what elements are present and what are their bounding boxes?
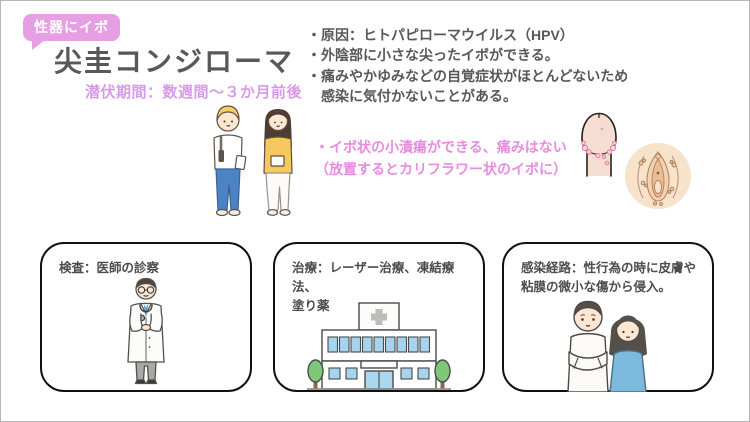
symptom-note: ・イボ状の小潰瘍ができる、痛みはない （放置するとカリフラワー状のイボに） [315, 137, 615, 180]
card-treatment-label: 治療：レーザー治療、凍結療法、 塗り薬 [292, 261, 455, 313]
fact-line-awareness-1: ・痛みやかゆみなどの自覚症状がほとんどないため [307, 67, 629, 84]
hospital-illustration [307, 302, 451, 390]
penis-diagram-illustration [581, 112, 617, 177]
topic-badge: 性器にイボ [23, 14, 120, 50]
couple-illustration [567, 300, 647, 392]
symptom-note-line-1: ・イボ状の小潰瘍ができる、痛みはない [315, 139, 567, 155]
students-couple-illustration [213, 105, 293, 217]
fact-line-cause: ・原因：ヒトパピローマウイルス（HPV） [307, 27, 574, 43]
symptom-note-line-2: （放置するとカリフラワー状のイボに） [315, 160, 567, 177]
fact-line-symptom: ・外陰部に小さな尖ったイボができる。 [307, 47, 559, 64]
card-treatment: 治療：レーザー治療、凍結療法、 塗り薬 [273, 242, 485, 392]
fact-line-awareness-2: 感染に気付かないことがある。 [307, 87, 517, 104]
topic-badge-label: 性器にイボ [34, 19, 109, 35]
page-title: 尖圭コンジローマ [54, 46, 295, 77]
doctor-illustration [127, 277, 165, 385]
card-examination-label: 検査：医師の診察 [59, 261, 160, 275]
facts-list: ・原因：ヒトパピローマウイルス（HPV） ・外陰部に小さな尖ったイボができる。 … [307, 25, 727, 106]
card-examination: 検査：医師の診察 [40, 242, 252, 392]
card-transmission: 感染経路：性行為の時に皮膚や 粘膜の微小な傷から侵入。 [502, 242, 714, 392]
vulva-diagram-illustration [625, 143, 691, 209]
incubation-period-text: 潜伏期間：数週間〜３か月前後 [85, 84, 303, 101]
card-transmission-label: 感染経路：性行為の時に皮膚や 粘膜の微小な傷から侵入。 [521, 261, 697, 294]
